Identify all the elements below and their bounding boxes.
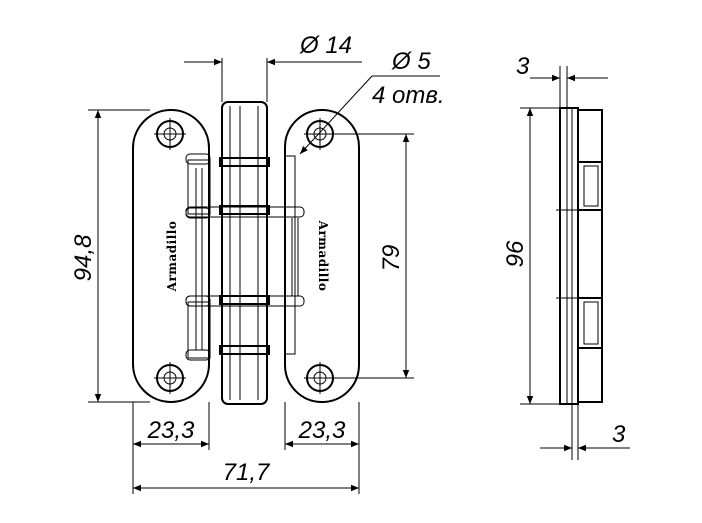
side-height-label: 96 — [502, 240, 529, 267]
pin-diameter-label: Ø 14 — [299, 32, 352, 59]
right-brand-label: Armadillo — [316, 220, 330, 292]
left-brand-label: Armadillo — [165, 221, 179, 293]
dimension-lines — [88, 58, 630, 494]
right-hinge-leaf: Armadillo — [284, 109, 360, 403]
side-thickness-bottom-label: 3 — [612, 421, 626, 448]
hole-spacing-label: 79 — [378, 245, 405, 272]
left-bottom-hole — [154, 362, 186, 394]
hole-count-label: 4 отв. — [372, 82, 445, 109]
hinge-side-view — [556, 107, 603, 405]
hinge-knuckle-pin — [185, 101, 305, 405]
height-label: 94,8 — [70, 234, 97, 281]
leaf-width-right-label: 23,3 — [298, 417, 346, 444]
leaf-width-left-label: 23,3 — [147, 417, 195, 444]
left-top-hole — [154, 118, 186, 150]
total-width-label: 71,7 — [223, 459, 271, 486]
left-hinge-leaf: Armadillo — [132, 109, 211, 403]
side-thickness-top-label: 3 — [516, 53, 530, 80]
hole-diameter-label: Ø 5 — [391, 48, 431, 75]
